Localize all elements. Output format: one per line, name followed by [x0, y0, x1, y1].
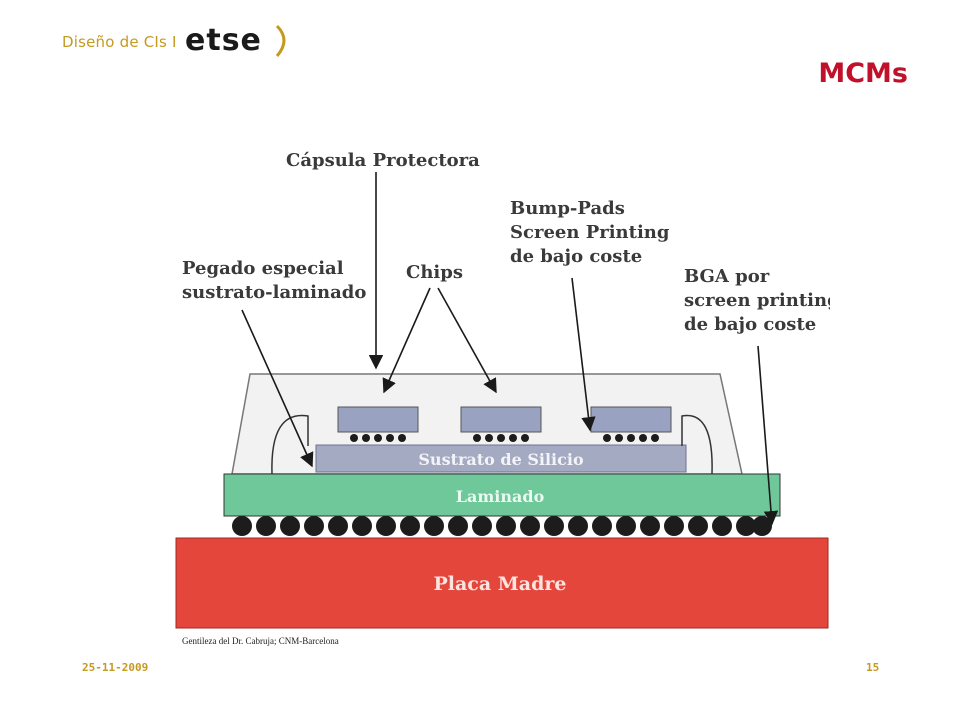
page-number: 15 [866, 661, 880, 674]
placa-madre [175, 537, 829, 629]
etse-logo: etse [185, 23, 286, 58]
chip-2 [460, 406, 542, 433]
label-bump-3: de bajo coste [510, 246, 642, 267]
label-bga-1: BGA por [684, 266, 770, 287]
label-capsula: Cápsula Protectora [286, 150, 480, 171]
laminado-label: Laminado [456, 487, 545, 506]
chip-1 [337, 406, 419, 433]
placa-label: Placa Madre [433, 573, 566, 595]
arrow-chips-1 [382, 287, 431, 394]
course-title: Diseño de CIs I [62, 33, 177, 51]
arrow-chips-2 [437, 287, 497, 394]
label-bga-2: screen printing [684, 290, 830, 311]
bump-pads [350, 434, 659, 442]
label-bump-1: Bump-Pads [510, 198, 625, 219]
sustrato-de-silicio [315, 444, 687, 473]
arrow-pegado [241, 309, 314, 468]
footer-date: 25-11-2009 [82, 661, 149, 674]
label-chips: Chips [406, 262, 463, 283]
label-pegado-1: Pegado especial [182, 258, 344, 279]
label-pegado-2: sustrato-laminado [182, 282, 366, 303]
laminado [223, 473, 781, 517]
mcm-diagram: Sustrato de Silicio Laminado Placa Mad [174, 138, 840, 634]
etse-logo-text: etse [185, 23, 262, 58]
image-credit: Gentileza del Dr. Cabruja; CNM-Barcelona [182, 636, 339, 646]
bga-balls [232, 516, 772, 536]
mcm-diagram-svg: Sustrato de Silicio Laminado Placa Mad [175, 150, 840, 629]
wire-bond-right [681, 414, 713, 475]
label-bga-3: de bajo coste [684, 314, 816, 335]
arrow-bump [571, 277, 596, 432]
slide-title: MCMs [818, 58, 908, 89]
chip-3 [590, 406, 672, 433]
wire-bond-left [271, 414, 309, 475]
header-brand: Diseño de CIs I etse [62, 22, 293, 62]
logo-arc [275, 24, 286, 57]
arrow-bga [757, 345, 779, 526]
label-bump-2: Screen Printing [510, 222, 670, 243]
sustrato-label: Sustrato de Silicio [418, 450, 584, 469]
